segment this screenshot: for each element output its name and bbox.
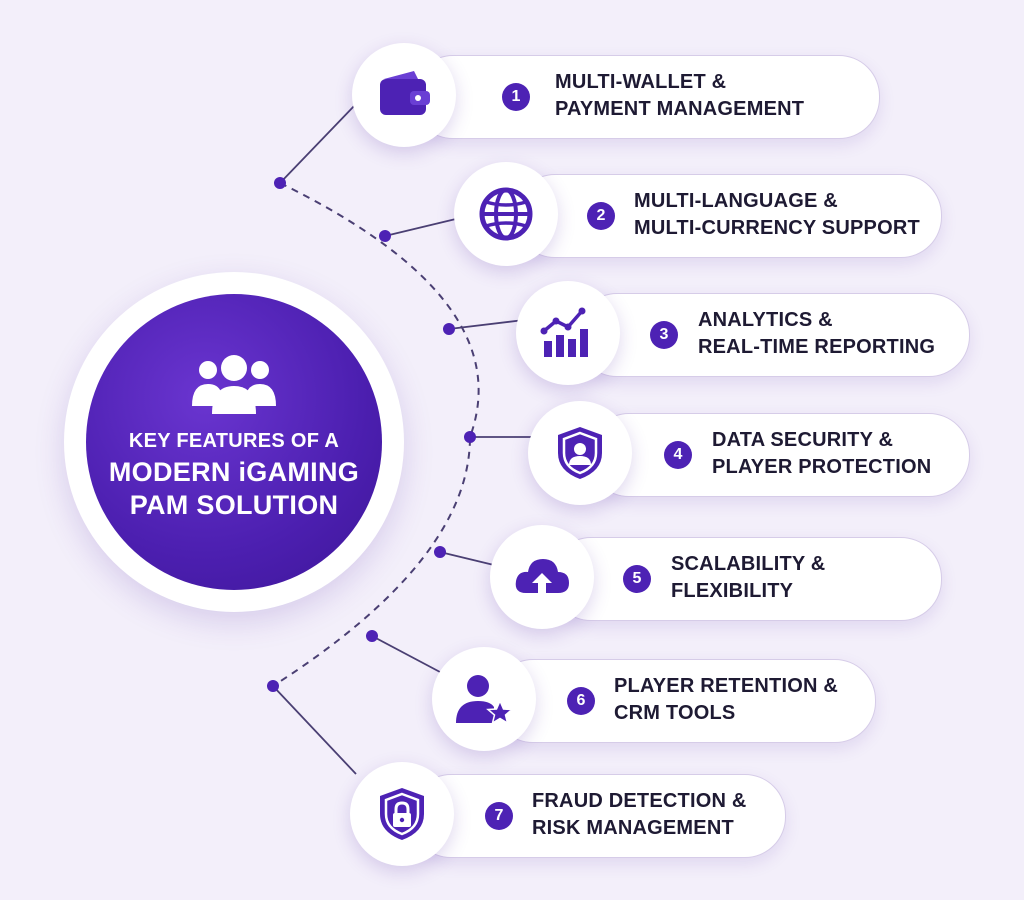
cloud-upload-icon (515, 559, 569, 593)
connector-5 (439, 551, 499, 567)
hub-title-line-1: KEY FEATURES OF A (128, 429, 340, 452)
connector-2 (384, 217, 461, 237)
feature-3-number: 3 (650, 321, 678, 349)
feature-4-pill (588, 413, 970, 497)
feature-2-pill (514, 174, 942, 258)
feature-4-line-2: PLAYER PROTECTION (712, 456, 932, 478)
feature-6-icon-circle (432, 647, 536, 751)
shield-user-icon (558, 427, 602, 479)
user-star-icon (456, 675, 514, 725)
connector-dot-6 (366, 630, 378, 642)
feature-6-line-2: CRM TOOLS (614, 702, 736, 724)
feature-2-line-1: MULTI-LANGUAGE & (634, 190, 838, 212)
feature-5-icon-circle (490, 525, 594, 629)
feature-7-number: 7 (485, 802, 513, 830)
feature-2-label: MULTI-LANGUAGE & MULTI-CURRENCY SUPPORT (634, 188, 920, 242)
feature-7-line-1: FRAUD DETECTION & (532, 790, 747, 812)
feature-3-line-2: REAL-TIME REPORTING (698, 336, 936, 358)
feature-4-number: 4 (664, 441, 692, 469)
connector-dot-7 (267, 680, 279, 692)
hub-title-line-2: MODERN iGAMING (108, 456, 360, 487)
feature-4-line-1: DATA SECURITY & (712, 429, 894, 451)
hub-title-line-3: PAM SOLUTION (129, 489, 339, 520)
feature-2-line-2: MULTI-CURRENCY SUPPORT (634, 217, 920, 239)
feature-3-icon-circle (516, 281, 620, 385)
analytics-chart-icon (540, 307, 588, 357)
feature-5-pill (550, 537, 942, 621)
feature-3-line-1: ANALYTICS & (698, 309, 833, 331)
feature-3-label: ANALYTICS & REAL-TIME REPORTING (698, 307, 935, 361)
feature-3-pill (576, 293, 970, 377)
feature-1-icon-circle (352, 43, 456, 147)
feature-4-icon-circle (528, 401, 632, 505)
connector-6 (371, 635, 441, 673)
wallet-icon (380, 71, 430, 115)
feature-7-label: FRAUD DETECTION & RISK MANAGEMENT (532, 788, 747, 842)
feature-4-label: DATA SECURITY & PLAYER PROTECTION (712, 427, 931, 481)
connector-1 (279, 103, 357, 184)
feature-5-line-1: SCALABILITY & (671, 553, 826, 575)
feature-6-line-1: PLAYER RETENTION & (614, 675, 839, 697)
feature-1-label: MULTI-WALLET & PAYMENT MANAGEMENT (555, 69, 804, 123)
feature-6-number: 6 (567, 687, 595, 715)
feature-5-number: 5 (623, 565, 651, 593)
connector-dot-1 (274, 177, 286, 189)
central-hub: KEY FEATURES OF A MODERN iGAMING PAM SOL… (64, 272, 404, 612)
hub-core: KEY FEATURES OF A MODERN iGAMING PAM SOL… (86, 294, 382, 590)
feature-1-line-2: PAYMENT MANAGEMENT (555, 98, 805, 120)
feature-1-number: 1 (502, 83, 530, 111)
feature-5-line-2: FLEXIBILITY (671, 580, 794, 602)
feature-7-line-2: RISK MANAGEMENT (532, 817, 734, 839)
feature-1-line-1: MULTI-WALLET & (555, 71, 727, 93)
feature-2-icon-circle (454, 162, 558, 266)
shield-lock-icon (380, 788, 424, 840)
feature-6-label: PLAYER RETENTION & CRM TOOLS (614, 673, 838, 727)
feature-6-pill (492, 659, 876, 743)
feature-7-pill (410, 774, 786, 858)
connector-dot-3 (443, 323, 455, 335)
connector-7 (272, 685, 357, 775)
feature-5-label: SCALABILITY & FLEXIBILITY (671, 551, 825, 605)
users-group-icon (192, 354, 276, 414)
feature-7-icon-circle (350, 762, 454, 866)
globe-icon (479, 187, 533, 241)
connector-dot-5 (434, 546, 446, 558)
connector-3 (448, 319, 525, 330)
connector-dot-2 (379, 230, 391, 242)
connector-dot-4 (464, 431, 476, 443)
feature-2-number: 2 (587, 202, 615, 230)
